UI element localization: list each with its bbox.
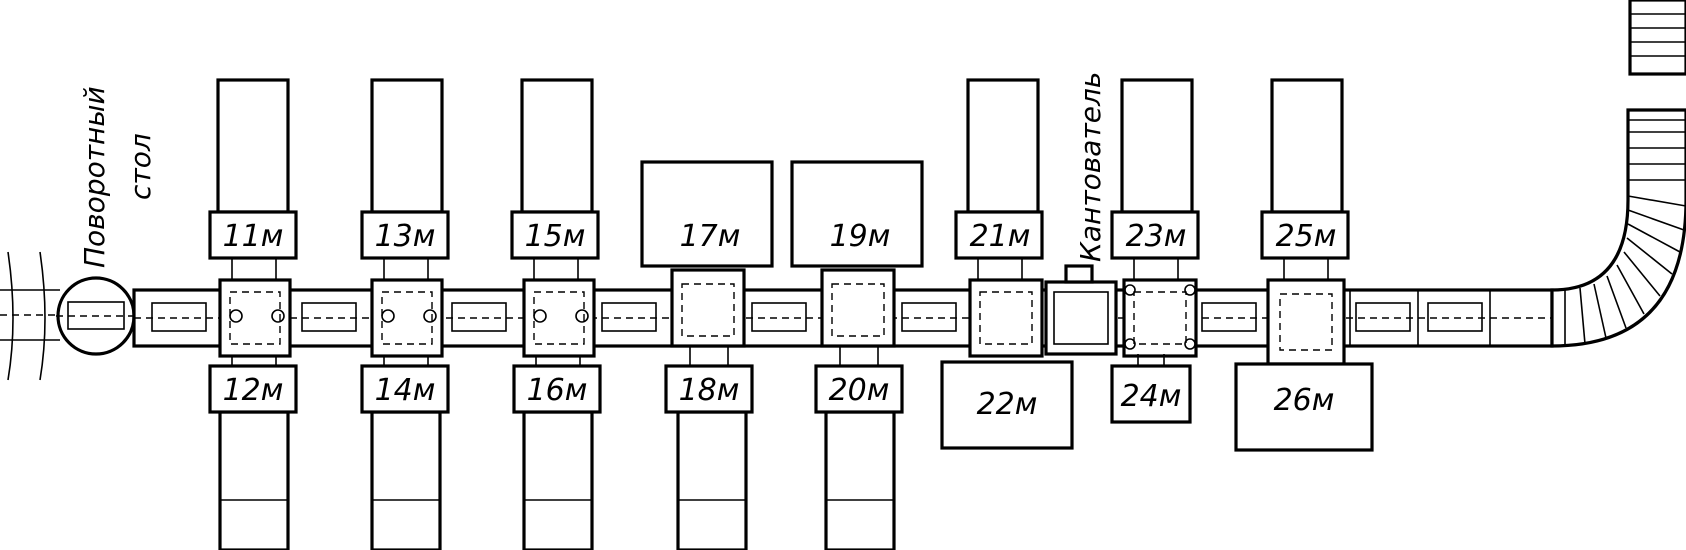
machine-label-14: 14м <box>375 373 436 408</box>
machine-label-19: 19м <box>830 219 891 254</box>
lower-machine-bodies <box>218 410 896 550</box>
upper-machine-bodies <box>216 78 1344 268</box>
upper-label-boxes <box>208 210 1350 280</box>
machine-label-25: 25м <box>1276 219 1337 254</box>
machine-label-20: 20м <box>829 373 890 408</box>
machine-label-26: 26м <box>1274 383 1335 418</box>
rotary-table-label-line2: стол <box>124 133 157 200</box>
machine-label-11: 11м <box>223 219 284 254</box>
tilter <box>1044 264 1118 356</box>
machine-label-12: 12м <box>223 373 284 408</box>
machine-label-24: 24м <box>1121 379 1182 414</box>
machine-label-16: 16м <box>527 373 588 408</box>
machine-label-18: 18м <box>679 373 740 408</box>
tilter-label: Кантователь <box>1074 72 1107 262</box>
curved-conveyor <box>1550 108 1686 348</box>
lower-label-boxes <box>208 346 1374 452</box>
machine-label-21: 21м <box>970 219 1031 254</box>
machine-label-23: 23м <box>1126 219 1187 254</box>
rotary-table-label-line1: Поворотный <box>78 86 111 268</box>
machine-label-22: 22м <box>977 387 1038 422</box>
rotary-table <box>56 276 136 356</box>
work-stations <box>218 268 1346 366</box>
machine-label-15: 15м <box>525 219 586 254</box>
storage-rack <box>1628 0 1686 76</box>
machine-label-13: 13м <box>375 219 436 254</box>
machine-label-17: 17м <box>680 219 741 254</box>
entry-bracket <box>0 251 60 381</box>
